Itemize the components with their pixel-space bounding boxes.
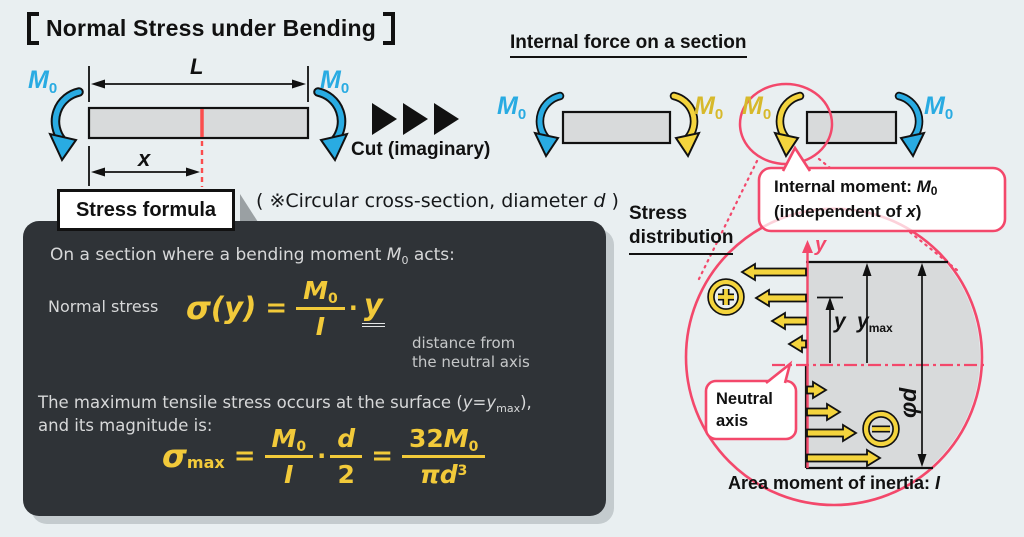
left-cut-piece bbox=[533, 91, 701, 159]
page-title: 【 Normal Stress under Bending 】 bbox=[27, 12, 396, 45]
area-moment-label: Area moment of inertia: I bbox=[728, 473, 941, 493]
tension-arrows bbox=[740, 262, 807, 354]
normal-stress-formula: σ (y) = M0 I · y bbox=[186, 276, 385, 341]
fraction-32m0-over-pid3: 32M0 πd3 bbox=[401, 424, 486, 487]
stress-formula-panel bbox=[23, 221, 606, 516]
normal-stress-label: Normal stress bbox=[48, 297, 159, 316]
length-label: L bbox=[190, 54, 204, 79]
full-beam-diagram bbox=[48, 66, 349, 187]
y-axis-label: y bbox=[815, 234, 827, 256]
stress-formula-tab: Stress formula bbox=[57, 189, 235, 231]
fraction-d-over-2: d 2 bbox=[330, 424, 363, 487]
title-bracket-right: 】 bbox=[383, 12, 396, 45]
panel-intro: On a section where a bending moment M0 a… bbox=[50, 245, 455, 267]
moment-label-m0: M0 bbox=[694, 92, 724, 123]
moment-arrow-yellow-icon bbox=[773, 91, 805, 159]
cross-section: φd bbox=[707, 240, 985, 470]
right-cut-piece bbox=[773, 91, 926, 159]
moment-arrow-blue-icon bbox=[894, 91, 926, 159]
position-label: x bbox=[138, 146, 151, 171]
compression-arrows bbox=[806, 380, 882, 468]
magnifier bbox=[684, 82, 984, 507]
moment-arrow-blue-right-icon bbox=[313, 87, 349, 162]
moment-label-m0: M0 bbox=[28, 66, 58, 97]
ymax-label: ymax bbox=[857, 310, 893, 335]
title-text: Normal Stress under Bending bbox=[46, 15, 377, 41]
cut-label: Cut (imaginary) bbox=[351, 139, 491, 160]
fraction-m0-over-i: M0 I bbox=[264, 424, 314, 487]
internal-force-heading: Internal force on a section bbox=[510, 32, 747, 58]
moment-label-m0: M0 bbox=[924, 92, 954, 123]
stress-distribution-heading: Stress distribution bbox=[629, 202, 734, 255]
moment-label-m0: M0 bbox=[742, 92, 772, 123]
diameter-dimension bbox=[917, 263, 927, 467]
y-dim-label: y bbox=[834, 310, 846, 333]
moment-arrow-blue-left-icon bbox=[48, 87, 84, 162]
minus-circle-icon bbox=[862, 410, 900, 448]
moment-label-m0: M0 bbox=[320, 66, 350, 97]
fraction-m0-over-i: M0 I bbox=[296, 276, 345, 339]
neutral-axis-callout: Neutral axis bbox=[716, 390, 773, 430]
phi-d-label: φd bbox=[895, 387, 921, 418]
cut-arrows-icon bbox=[372, 103, 459, 135]
circular-section-note: ( ※Circular cross-section, diameter d ) bbox=[256, 190, 619, 212]
y-axis bbox=[802, 240, 813, 468]
internal-moment-callout: Internal moment: M0 (independent of x) bbox=[774, 177, 938, 221]
max-stress-text: The maximum tensile stress occurs at the… bbox=[38, 393, 532, 435]
title-bracket-left: 【 bbox=[27, 12, 39, 45]
distance-annotation: distance from the neutral axis bbox=[412, 334, 530, 371]
moment-arrow-blue-icon bbox=[533, 91, 565, 159]
plus-circle-icon bbox=[707, 278, 745, 316]
moment-label-m0: M0 bbox=[497, 92, 527, 123]
